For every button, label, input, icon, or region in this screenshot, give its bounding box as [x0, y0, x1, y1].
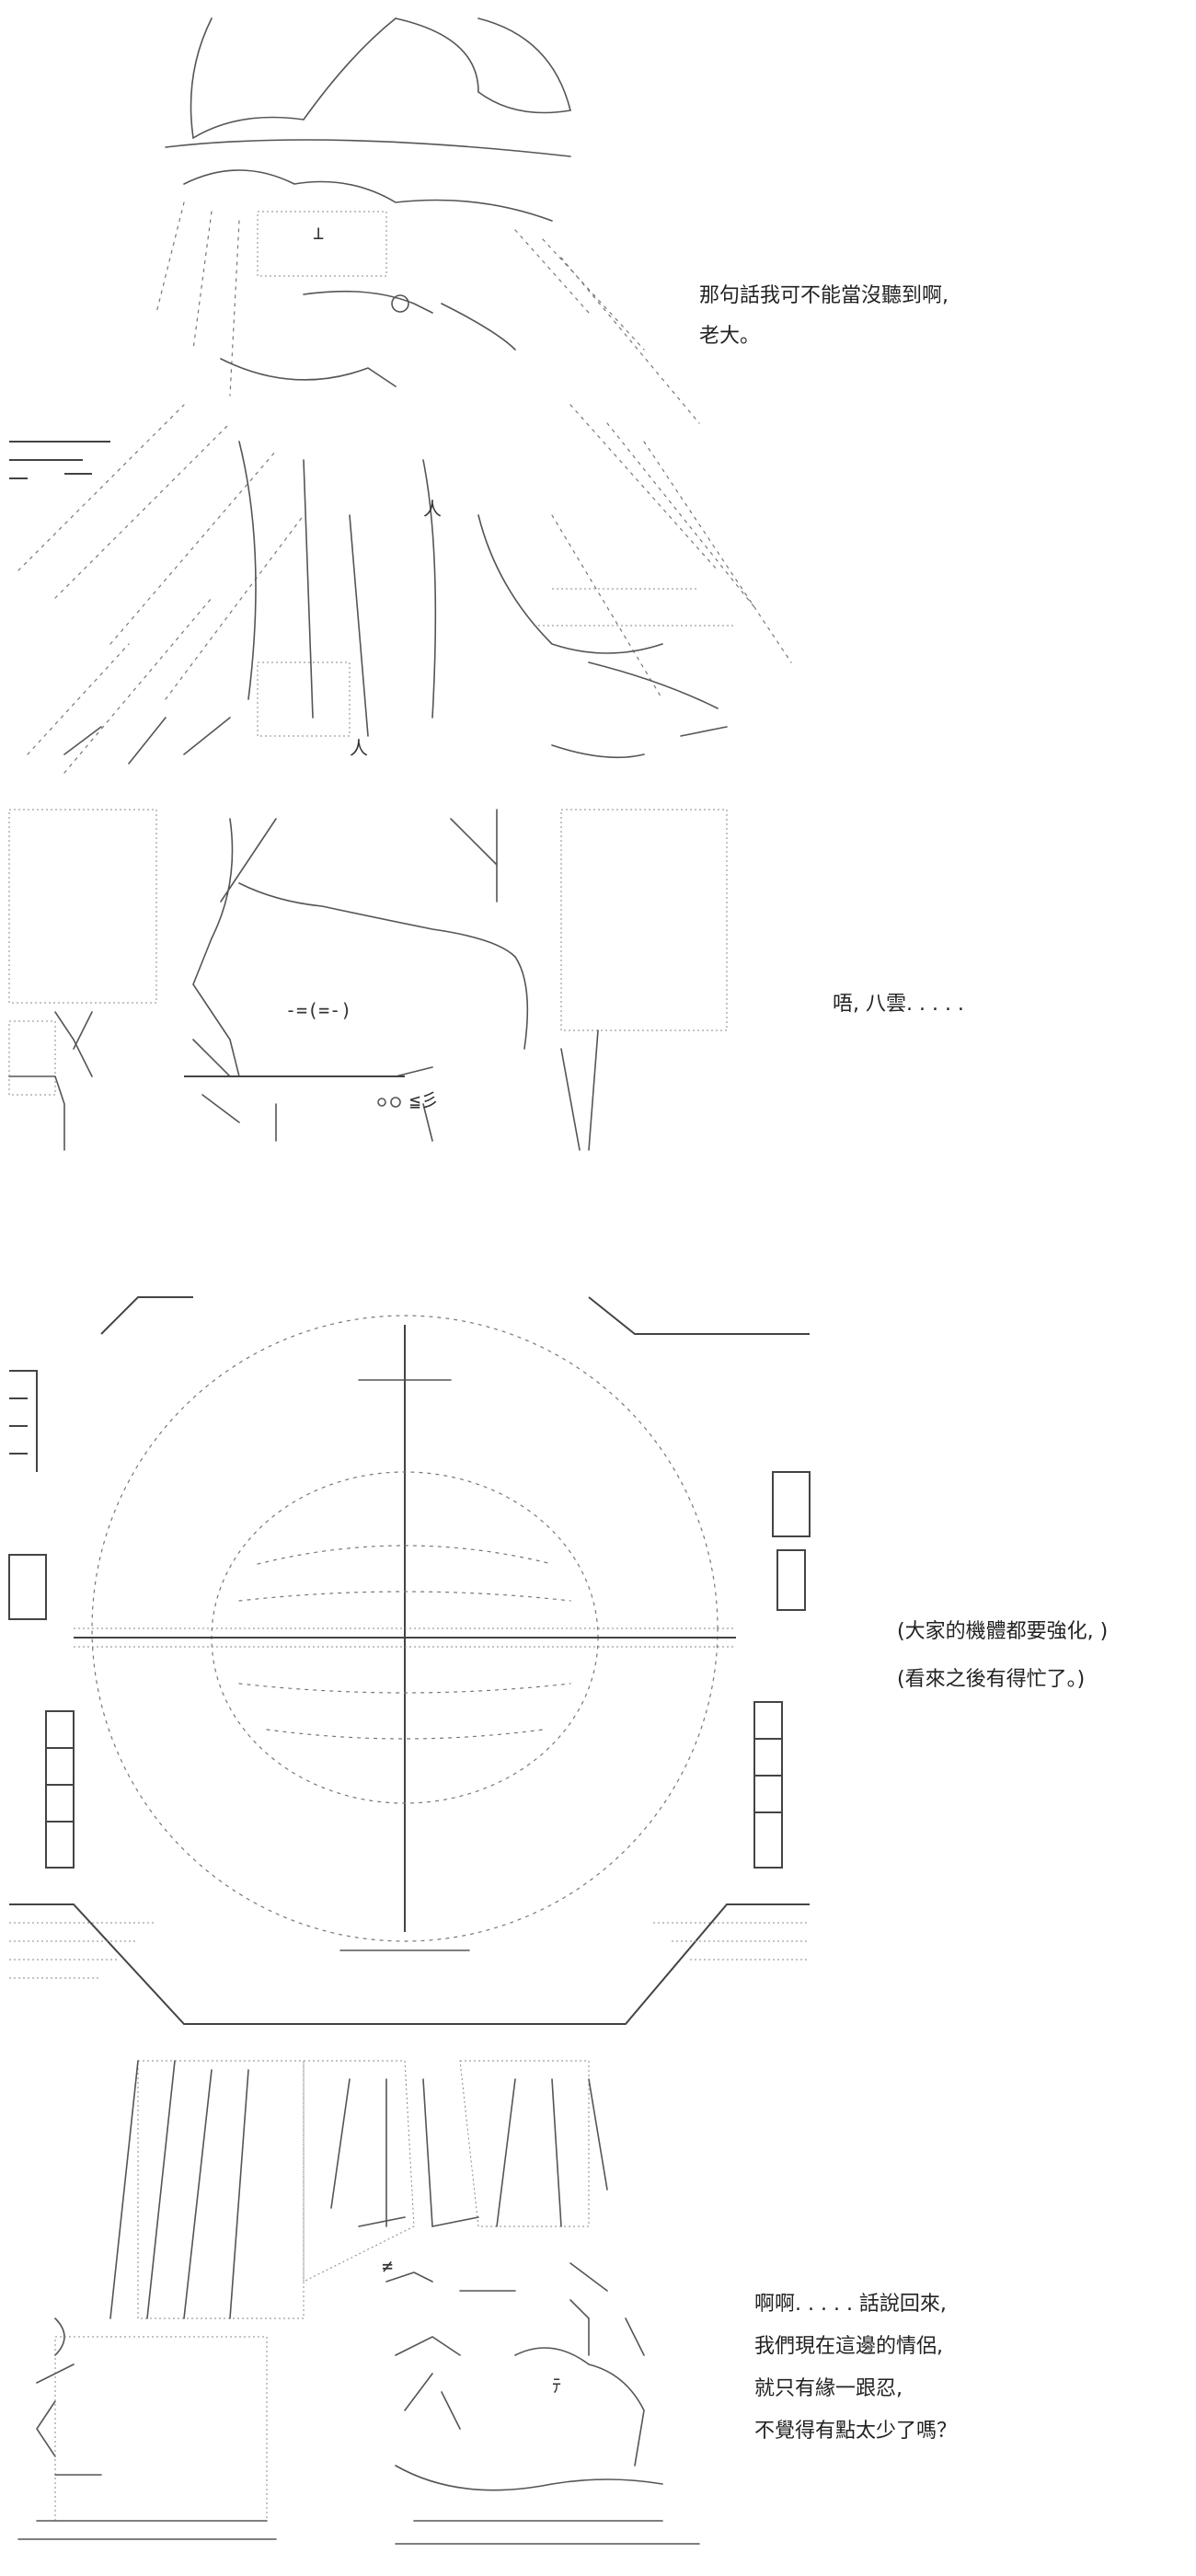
- panel-2-ascii-art: -=(=-) ≦彡: [8, 809, 728, 1151]
- dialogue-line: 啊啊. . . . . 話說回來,: [754, 2293, 947, 2316]
- panel-4: ≠ ﾃ 啊啊. . . . . 話說回來, 我們現在這邊的情侶, 就只有緣一跟忍…: [0, 2042, 1196, 2567]
- panel-4-dialogue: 啊啊. . . . . 話說回來, 我們現在這邊的情侶, 就只有緣一跟忍, 不覺…: [754, 2283, 957, 2453]
- svg-text:≠: ≠: [382, 2255, 393, 2277]
- dialogue-line: 唔, 八雲. . . . .: [833, 993, 964, 1016]
- dialogue-line: (大家的機體都要強化, ): [897, 1620, 1109, 1643]
- svg-text:⊥: ⊥: [313, 222, 324, 244]
- panel-1-ascii-art: ⊥ 人 人: [9, 17, 792, 774]
- dialogue-line: 我們現在這邊的情侶,: [754, 2335, 943, 2358]
- panel-3: (大家的機體都要強化, ) (看來之後有得忙了。): [0, 1233, 1196, 2033]
- panel-3-dialogue: (大家的機體都要強化, ) (看來之後有得忙了。): [897, 1608, 1108, 1704]
- svg-text:人: 人: [350, 737, 368, 759]
- dialogue-line: (看來之後有得忙了。): [897, 1668, 1086, 1691]
- dialogue-line: 老大。: [699, 325, 761, 348]
- dialogue-line: 不覺得有點太少了嗎？: [754, 2420, 958, 2443]
- panel-2: -=(=-) ≦彡 唔, 八雲. . . . .: [0, 800, 1196, 1168]
- panel-3-ascii-art: [8, 1296, 811, 2025]
- svg-text:ﾃ: ﾃ: [552, 2375, 561, 2397]
- panel-1-dialogue: 那句話我可不能當沒聽到啊, 老大。: [699, 276, 949, 357]
- svg-text:≦彡: ≦彡: [409, 1089, 439, 1111]
- face-text: -=(=-): [285, 999, 351, 1021]
- dialogue-line: 就只有緣一跟忍,: [754, 2377, 903, 2400]
- svg-text:人: 人: [423, 498, 442, 520]
- panel-4-ascii-art: ≠ ﾃ: [17, 2060, 700, 2545]
- dialogue-line: 那句話我可不能當沒聽到啊,: [699, 284, 949, 307]
- panel-2-dialogue: 唔, 八雲. . . . .: [833, 984, 964, 1025]
- panel-1: ⊥ 人 人 那句話我可不能當沒聽到啊, 老大。: [0, 0, 1196, 791]
